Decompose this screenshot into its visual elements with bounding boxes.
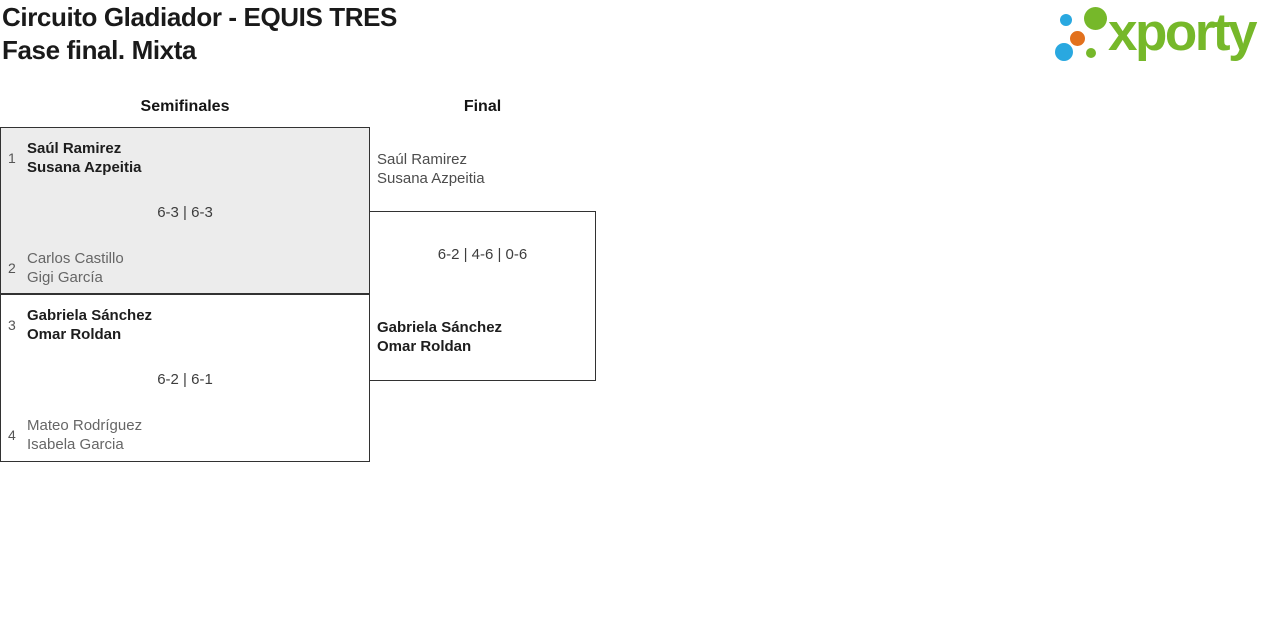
- match-score: 6-2 | 4-6 | 0-6: [437, 246, 528, 263]
- player-name: Saúl Ramirez: [27, 140, 122, 157]
- seed-number: 1: [8, 150, 16, 166]
- team-top: 1 Saúl Ramirez Susana Azpeitia: [8, 139, 141, 177]
- seed-number: 2: [8, 260, 16, 276]
- match-semifinal-1[interactable]: 1 Saúl Ramirez Susana Azpeitia 6-3 | 6-3…: [0, 127, 370, 294]
- seed-number: 3: [8, 317, 16, 333]
- page-title: Circuito Gladiador - EQUIS TRES Fase fin…: [2, 1, 397, 67]
- xporty-logo: xporty: [1050, 0, 1280, 70]
- logo-wordmark: xporty: [1108, 3, 1257, 62]
- final-team-top: Saúl Ramirez Susana Azpeitia: [377, 150, 485, 188]
- team-top: 3 Gabriela Sánchez Omar Roldan: [8, 306, 152, 344]
- logo-dot-blue-large-icon: [1055, 43, 1073, 61]
- player-name: Omar Roldan: [377, 338, 472, 355]
- player-name: Susana Azpeitia: [377, 170, 485, 187]
- logo-dot-orange-icon: [1070, 31, 1085, 46]
- phase-name: Fase final. Mixta: [2, 35, 197, 65]
- match-semifinal-2[interactable]: 3 Gabriela Sánchez Omar Roldan 6-2 | 6-1…: [0, 294, 370, 462]
- match-score: 6-2 | 6-1: [157, 371, 213, 388]
- player-name: Gabriela Sánchez: [27, 307, 153, 324]
- match-final[interactable]: 6-2 | 4-6 | 0-6 Gabriela Sánchez Omar Ro…: [369, 211, 596, 381]
- player-name: Omar Roldan: [27, 326, 122, 343]
- player-name: Susana Azpeitia: [27, 159, 142, 176]
- player-name: Gigi García: [27, 269, 103, 286]
- round-header-final: Final: [463, 98, 502, 115]
- team-bottom: Gabriela Sánchez Omar Roldan: [377, 318, 502, 356]
- player-name: Gabriela Sánchez: [377, 319, 503, 336]
- round-header-semifinales: Semifinales: [140, 98, 230, 115]
- player-name: Carlos Castillo: [27, 250, 124, 267]
- logo-dot-green-large-icon: [1084, 7, 1107, 30]
- logo-dot-green-small-icon: [1086, 48, 1096, 58]
- player-name: Mateo Rodríguez: [27, 417, 143, 434]
- team-bottom: 2 Carlos Castillo Gigi García: [8, 249, 124, 287]
- seed-number: 4: [8, 427, 16, 443]
- team-bottom: 4 Mateo Rodríguez Isabela Garcia: [8, 416, 142, 454]
- player-name: Saúl Ramirez: [377, 151, 468, 168]
- match-score: 6-3 | 6-3: [157, 204, 213, 221]
- tournament-name: Circuito Gladiador - EQUIS TRES: [2, 2, 397, 32]
- player-name: Isabela Garcia: [27, 436, 124, 453]
- logo-dot-blue-small-icon: [1060, 14, 1072, 26]
